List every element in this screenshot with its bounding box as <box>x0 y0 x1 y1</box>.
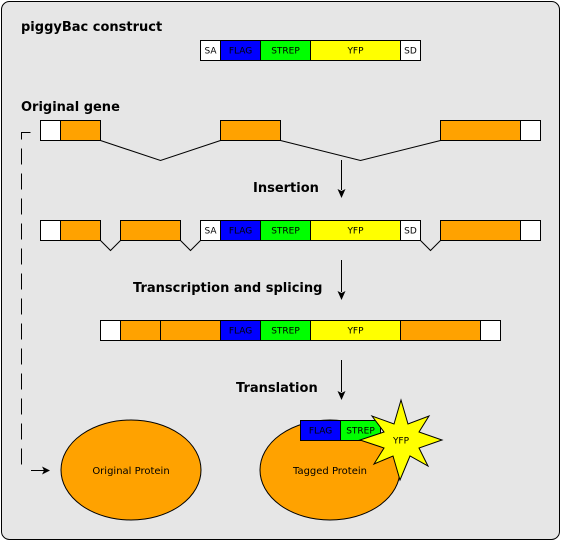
mrna-exon-2 <box>160 320 221 341</box>
tag-flag-label: FLAG <box>309 427 332 437</box>
construct-strep-label: STREP <box>271 47 300 57</box>
tagged-protein-label: Tagged Protein <box>292 466 367 477</box>
inserted-3utr <box>520 220 541 241</box>
spliced-mrna: FLAG STREP YFP <box>100 320 501 341</box>
arrow-insertion-head <box>337 189 346 198</box>
construct-flag-label: FLAG <box>229 47 252 57</box>
inserted-sa-label: SA <box>204 227 217 237</box>
inserted-exon-3 <box>440 220 521 241</box>
original-gene-heading: Original gene <box>21 100 120 115</box>
inserted-flag-label: FLAG <box>229 227 252 237</box>
return-arrow-head <box>42 466 50 475</box>
inserted-yfp-label: YFP <box>346 227 364 237</box>
mrna-strep-label: STREP <box>271 327 300 337</box>
inserted-sd-label: SD <box>404 227 417 237</box>
yfp-star-shape <box>358 398 444 482</box>
mrna-5utr <box>100 320 121 341</box>
arrow-translation-head <box>337 391 346 400</box>
construct-sa-label: SA <box>204 47 217 57</box>
insertion-heading: Insertion <box>253 181 319 196</box>
inserted-intron-1a <box>100 240 121 252</box>
tag-strep-label: STREP <box>346 427 375 437</box>
inserted-intron-2 <box>420 240 441 252</box>
translation-heading: Translation <box>236 381 318 396</box>
mrna-3utr <box>480 320 501 341</box>
gene-exon-3 <box>440 120 521 141</box>
inserted-intron-1b <box>180 240 201 252</box>
tagged-protein: Tagged Protein FLAG STREP YFP <box>259 398 444 521</box>
construct-yfp-label: YFP <box>346 47 364 57</box>
inserted-strep-label: STREP <box>271 227 300 237</box>
original-protein-shape <box>60 419 202 521</box>
construct-heading: piggyBac construct <box>21 20 162 35</box>
arrow-transcription-head <box>337 291 346 300</box>
return-dashed-line <box>21 132 31 471</box>
mrna-exon-3 <box>400 320 481 341</box>
inserted-exon-1 <box>60 220 101 241</box>
transcription-heading: Transcription and splicing <box>133 281 322 296</box>
mrna-yfp-label: YFP <box>346 327 364 337</box>
construct-cassette: SA FLAG STREP YFP SD <box>200 40 421 61</box>
mrna-flag-label: FLAG <box>229 327 252 337</box>
gene-3utr <box>520 120 541 141</box>
inserted-sd-box <box>400 220 421 241</box>
construct-sd-label: SD <box>404 47 417 57</box>
inserted-gene: SA FLAG STREP YFP SD <box>40 220 541 252</box>
gene-exon-2 <box>220 120 281 141</box>
gene-exon-1 <box>60 120 101 141</box>
original-protein: Original Protein <box>60 419 202 521</box>
gene-intron-1 <box>100 140 221 162</box>
tag-yfp-label: YFP <box>392 437 410 447</box>
construct-sd-box <box>400 40 421 61</box>
inserted-exon-2 <box>120 220 181 241</box>
original-gene <box>40 120 541 162</box>
original-protein-label: Original Protein <box>92 466 169 477</box>
mrna-exon-1 <box>120 320 161 341</box>
gene-5utr <box>40 120 61 141</box>
gene-intron-2 <box>280 140 441 162</box>
inserted-5utr <box>40 220 61 241</box>
